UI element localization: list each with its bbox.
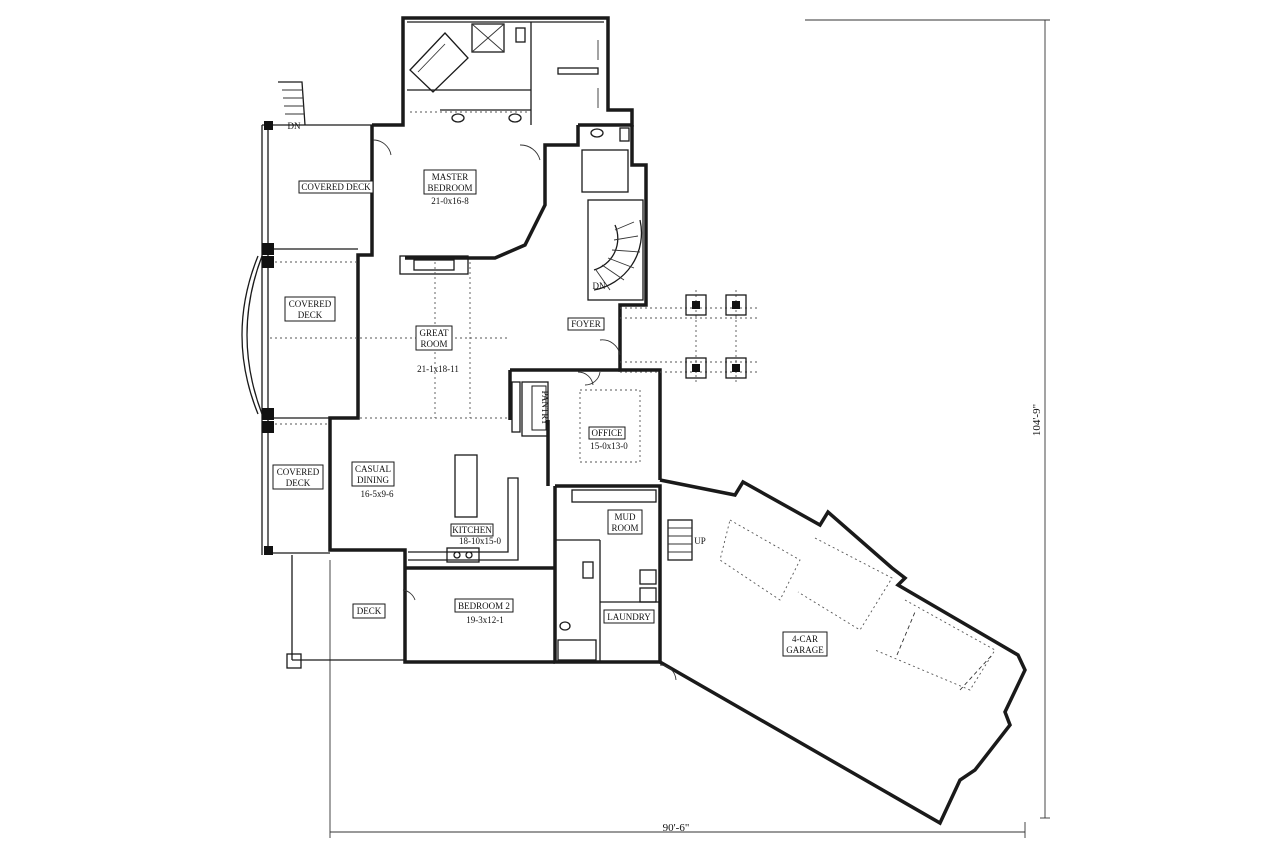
svg-text:4-CAR: 4-CAR [792, 634, 818, 644]
office-label: OFFICE 15-0x13-0 [588, 426, 628, 451]
svg-text:DECK: DECK [298, 310, 323, 320]
svg-text:COVERED: COVERED [277, 467, 320, 477]
svg-text:18-10x15-0: 18-10x15-0 [459, 536, 501, 546]
deck-label: DECK [352, 603, 386, 619]
svg-text:COVERED DECK: COVERED DECK [301, 182, 371, 192]
staircase: DN DN [288, 121, 644, 301]
pantry-label: PANTRY [531, 385, 550, 431]
garage-stair-up-label: UP [694, 536, 706, 546]
svg-text:MASTER: MASTER [432, 172, 469, 182]
garage-label: 4-CAR GARAGE [782, 631, 828, 657]
laundry-label: LAUNDRY [603, 609, 655, 624]
svg-text:21-0x16-8: 21-0x16-8 [431, 196, 469, 206]
dimension-lines: 104'-9" 90'-6" [329, 19, 1050, 838]
depth-dimension: 104'-9" [1031, 404, 1043, 436]
svg-text:21-1x18-11: 21-1x18-11 [417, 364, 459, 374]
covered-deck-top-label: COVERED DECK [298, 180, 374, 194]
foyer-label: FOYER [567, 317, 605, 331]
svg-text:FOYER: FOYER [571, 319, 601, 329]
svg-text:DECK: DECK [357, 606, 382, 616]
casual-dining-label: CASUAL DINING 16-5x9-6 [351, 461, 395, 499]
svg-text:19-3x12-1: 19-3x12-1 [466, 615, 504, 625]
svg-text:ROOM: ROOM [420, 339, 447, 349]
room-labels: MASTER BEDROOM 21-0x16-8 COVERED DECK CO… [272, 169, 828, 657]
svg-text:BEDROOM 2: BEDROOM 2 [458, 601, 510, 611]
svg-text:OFFICE: OFFICE [591, 428, 623, 438]
svg-text:DECK: DECK [286, 478, 311, 488]
svg-text:CASUAL: CASUAL [355, 464, 391, 474]
svg-text:16-5x9-6: 16-5x9-6 [361, 489, 394, 499]
deck-stair-down-label: DN [288, 121, 301, 131]
width-dimension: 90'-6" [663, 822, 690, 834]
front-porch [620, 290, 760, 385]
svg-text:MUD: MUD [614, 512, 636, 522]
covered-deck-low-label: COVERED DECK [272, 464, 324, 490]
svg-text:ROOM: ROOM [611, 523, 638, 533]
svg-text:KITCHEN: KITCHEN [452, 525, 492, 535]
svg-text:BEDROOM: BEDROOM [427, 183, 472, 193]
svg-text:DINING: DINING [357, 475, 389, 485]
master-bath-wing [372, 16, 634, 127]
interior-details: UP [360, 139, 706, 681]
great-room-label: GREAT ROOM 21-1x18-11 [415, 325, 459, 374]
stair-down-label: DN [593, 281, 606, 291]
svg-text:PANTRY: PANTRY [540, 391, 550, 426]
svg-text:LAUNDRY: LAUNDRY [607, 612, 651, 622]
bedroom-2-label: BEDROOM 2 19-3x12-1 [454, 598, 514, 625]
exterior-walls [328, 125, 662, 664]
kitchen-label: KITCHEN 18-10x15-0 [450, 523, 501, 546]
mud-room-label: MUD ROOM [607, 509, 643, 535]
svg-text:15-0x13-0: 15-0x13-0 [590, 441, 628, 451]
decks [241, 81, 405, 669]
svg-text:COVERED: COVERED [289, 299, 332, 309]
master-bedroom-label: MASTER BEDROOM 21-0x16-8 [423, 169, 477, 206]
garage [659, 478, 1027, 826]
svg-text:GREAT: GREAT [420, 328, 450, 338]
svg-text:GARAGE: GARAGE [786, 645, 824, 655]
covered-deck-mid-label: COVERED DECK [284, 296, 336, 322]
